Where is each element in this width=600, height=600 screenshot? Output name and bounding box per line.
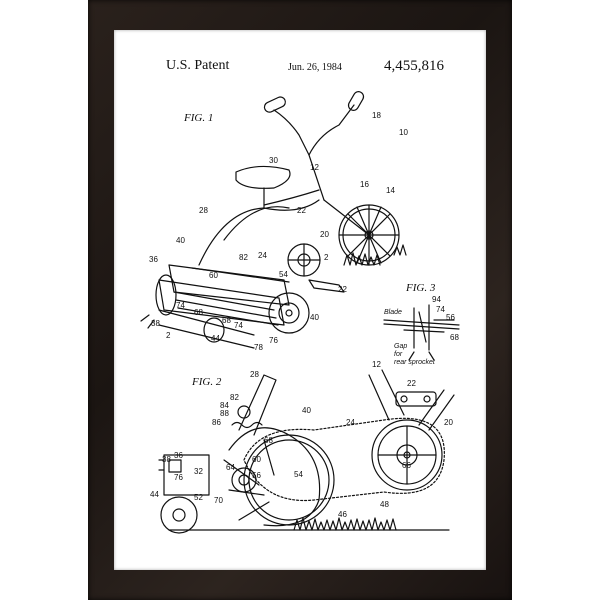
ref-f2-56: 56 <box>252 471 261 480</box>
ref-f3-68: 68 <box>450 333 459 342</box>
ref-44: 44 <box>211 334 220 343</box>
ref-20: 20 <box>320 230 329 239</box>
ref-54: 54 <box>279 270 288 279</box>
ref-f2-22: 22 <box>407 379 416 388</box>
ref-f2-66: 66 <box>402 461 411 470</box>
ref-22b: 22 <box>338 285 347 294</box>
ref-f2-28: 28 <box>250 370 259 379</box>
ref-f2-40: 40 <box>302 406 311 415</box>
fig3-gap-line1: Gap <box>394 343 407 350</box>
ref-22: 22 <box>297 206 306 215</box>
ref-68: 68 <box>194 308 203 317</box>
ref-f2-46: 46 <box>338 510 347 519</box>
ref-f2-36: 36 <box>174 451 183 460</box>
patent-drawing: 18 10 30 12 16 14 28 22 20 40 82 24 36 6… <box>140 91 460 534</box>
ref-f2-82: 82 <box>230 393 239 402</box>
ref-f2-32: 32 <box>194 467 203 476</box>
ref-18: 18 <box>372 111 381 120</box>
fig1-reference-numbers: 18 10 30 12 16 14 28 22 20 40 82 24 36 6… <box>149 111 408 352</box>
ref-f2-64: 64 <box>226 463 235 472</box>
ref-12: 12 <box>310 163 319 172</box>
ref-f3-56: 56 <box>446 313 455 322</box>
ref-74: 74 <box>176 301 185 310</box>
fig3-label: FIG. 3 <box>406 282 436 294</box>
ref-f2-38: 38 <box>162 455 171 464</box>
ref-f2-70: 70 <box>214 496 223 505</box>
fig3-gap-line2: for <box>394 351 403 358</box>
ref-38: 38 <box>151 319 160 328</box>
patent-number: 4,455,816 <box>384 58 444 74</box>
ref-14: 14 <box>386 186 395 195</box>
fig3-annotations: Blade Gap for rear sprocket 94 74 56 68 <box>384 295 459 366</box>
ref-f2-20: 20 <box>444 418 453 427</box>
fig3-drawing <box>383 304 460 361</box>
ref-f2-86: 86 <box>212 418 221 427</box>
ref-60: 60 <box>209 271 218 280</box>
fig1-drawing <box>140 91 407 349</box>
ref-2b: 2 <box>166 331 171 340</box>
patent-label: U.S. Patent <box>166 58 230 73</box>
fig2-drawing <box>158 369 455 534</box>
ref-30: 30 <box>269 156 278 165</box>
ref-36: 36 <box>149 255 158 264</box>
ref-68b: 68 <box>222 316 231 325</box>
fig2-label: FIG. 2 <box>192 376 222 388</box>
ref-2: 2 <box>324 253 329 262</box>
ref-f2-60: 60 <box>252 455 261 464</box>
ref-78: 78 <box>254 343 263 352</box>
ref-f2-52: 52 <box>194 493 203 502</box>
ref-16: 16 <box>360 180 369 189</box>
ref-94: 94 <box>432 295 441 304</box>
ref-f2-44: 44 <box>150 490 159 499</box>
ref-40: 40 <box>176 236 185 245</box>
fig3-blade-label: Blade <box>384 309 402 316</box>
ref-82: 82 <box>239 253 248 262</box>
ref-24: 24 <box>258 251 267 260</box>
ref-f2-88: 88 <box>220 409 229 418</box>
patent-date: Jun. 26, 1984 <box>288 62 342 73</box>
ref-f2-12: 12 <box>372 360 381 369</box>
ref-f2-76: 76 <box>174 473 183 482</box>
fig2-reference-numbers: 28 12 22 20 40 24 66 82 84 88 86 68 38 3… <box>150 360 453 519</box>
ref-40b: 40 <box>310 313 319 322</box>
ref-10: 10 <box>399 128 408 137</box>
ref-74b: 74 <box>234 321 243 330</box>
ref-76: 76 <box>269 336 278 345</box>
fig3-gap-line3: rear sprocket <box>394 359 436 366</box>
fig1-label: FIG. 1 <box>184 112 214 124</box>
ref-f2-68: 68 <box>264 436 273 445</box>
ref-f2-84: 84 <box>220 401 229 410</box>
ref-f2-54: 54 <box>294 470 303 479</box>
ref-28: 28 <box>199 206 208 215</box>
ref-f3-74: 74 <box>436 305 445 314</box>
ref-f2-48: 48 <box>380 500 389 509</box>
ref-f2-24: 24 <box>346 418 355 427</box>
